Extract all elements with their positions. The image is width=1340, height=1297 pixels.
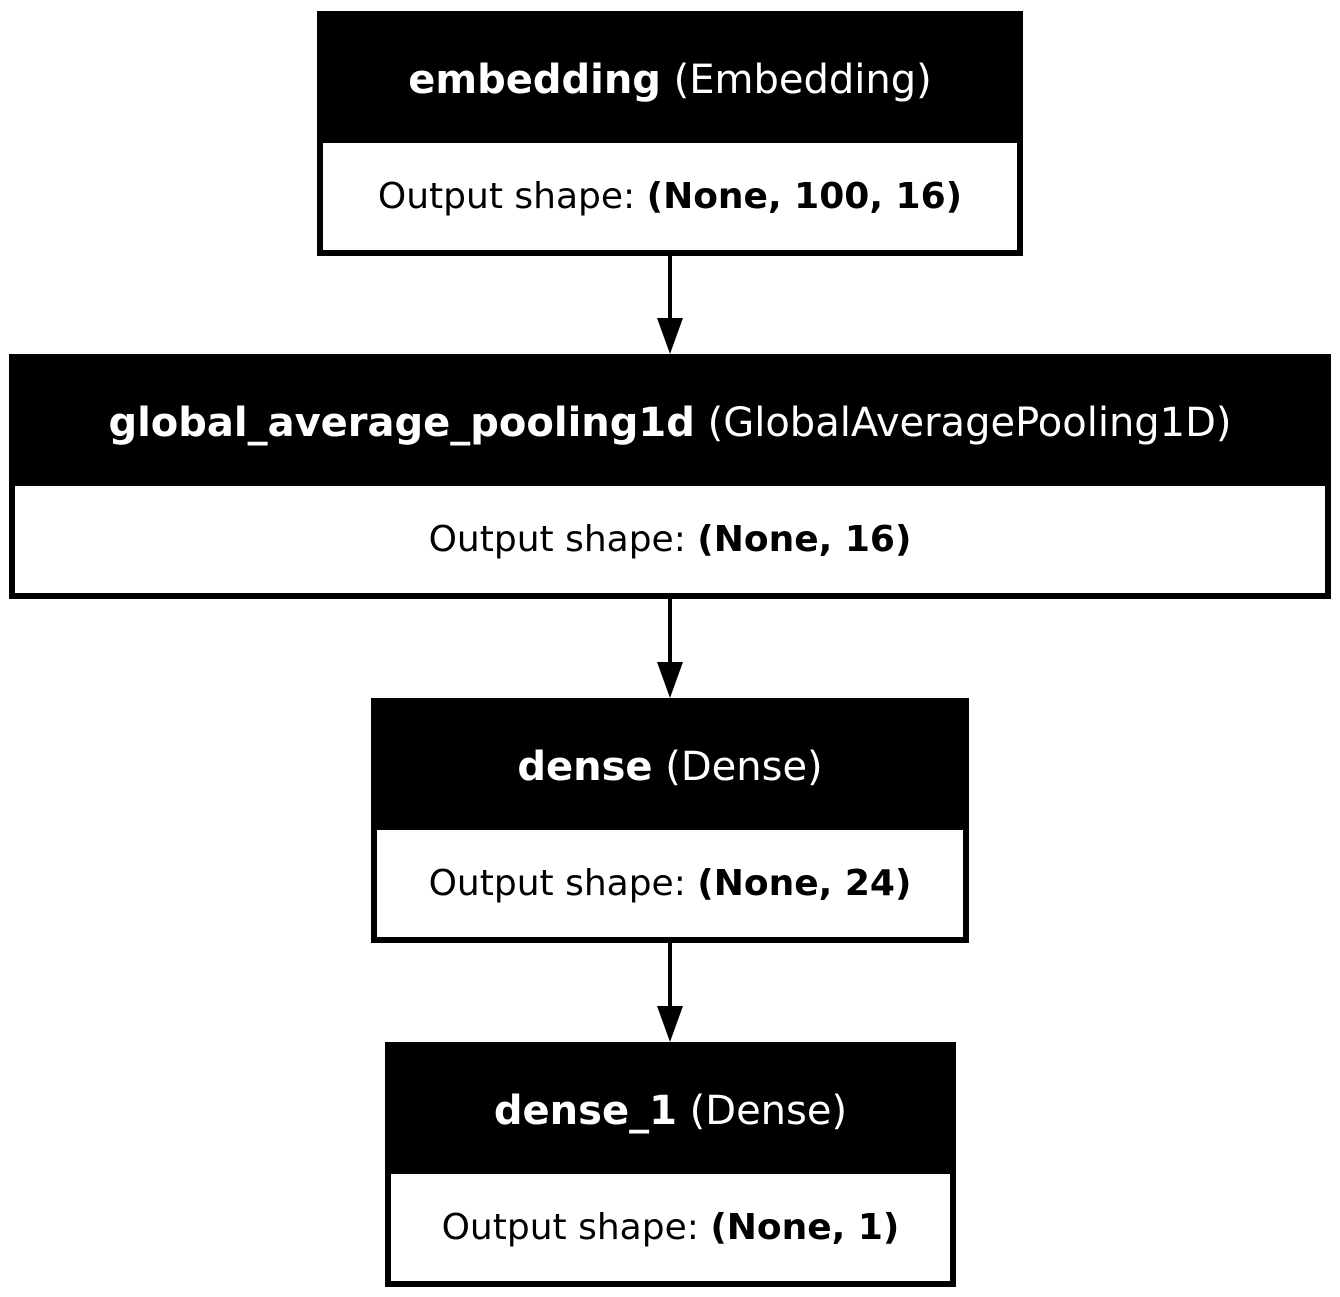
layer-output: Output shape: (None, 100, 16) — [323, 143, 1017, 250]
output-shape-value: (None, 100, 16) — [646, 176, 963, 217]
layer-type: (Dense) — [665, 744, 823, 790]
layer-name: dense — [517, 744, 653, 790]
edge-pooling-to-dense — [657, 599, 683, 698]
layer-header: dense_1 (Dense) — [391, 1048, 950, 1174]
layer-node-global-average-pooling1d: global_average_pooling1d (GlobalAverageP… — [9, 354, 1331, 599]
edge-dense-to-dense-1 — [657, 943, 683, 1042]
output-shape-label: Output shape: — [428, 863, 686, 904]
layer-node-dense: dense (Dense) Output shape: (None, 24) — [371, 698, 969, 943]
layer-output: Output shape: (None, 1) — [391, 1174, 950, 1281]
output-shape-label: Output shape: — [377, 176, 636, 217]
arrowhead-icon — [657, 1006, 683, 1042]
layer-type: (Embedding) — [673, 57, 932, 103]
layer-name: dense_1 — [493, 1088, 677, 1134]
output-shape-label: Output shape: — [441, 1207, 699, 1248]
layer-node-dense-1: dense_1 (Dense) Output shape: (None, 1) — [385, 1042, 956, 1287]
layer-header: embedding (Embedding) — [323, 17, 1017, 143]
arrowhead-icon — [657, 318, 683, 354]
layer-type: (Dense) — [689, 1088, 848, 1134]
output-shape-label: Output shape: — [428, 519, 686, 560]
output-shape-value: (None, 1) — [710, 1207, 900, 1248]
layer-node-embedding: embedding (Embedding) Output shape: (Non… — [317, 11, 1023, 256]
layer-header: dense (Dense) — [377, 704, 963, 830]
layer-output: Output shape: (None, 16) — [15, 486, 1325, 593]
output-shape-value: (None, 16) — [697, 519, 912, 560]
arrowhead-icon — [657, 662, 683, 698]
output-shape-value: (None, 24) — [697, 863, 912, 904]
layer-output: Output shape: (None, 24) — [377, 830, 963, 937]
layer-name: embedding — [408, 57, 661, 103]
layer-name: global_average_pooling1d — [108, 400, 695, 446]
edge-embedding-to-pooling — [657, 256, 683, 354]
layer-type: (GlobalAveragePooling1D) — [707, 400, 1232, 446]
layer-header: global_average_pooling1d (GlobalAverageP… — [15, 360, 1325, 486]
